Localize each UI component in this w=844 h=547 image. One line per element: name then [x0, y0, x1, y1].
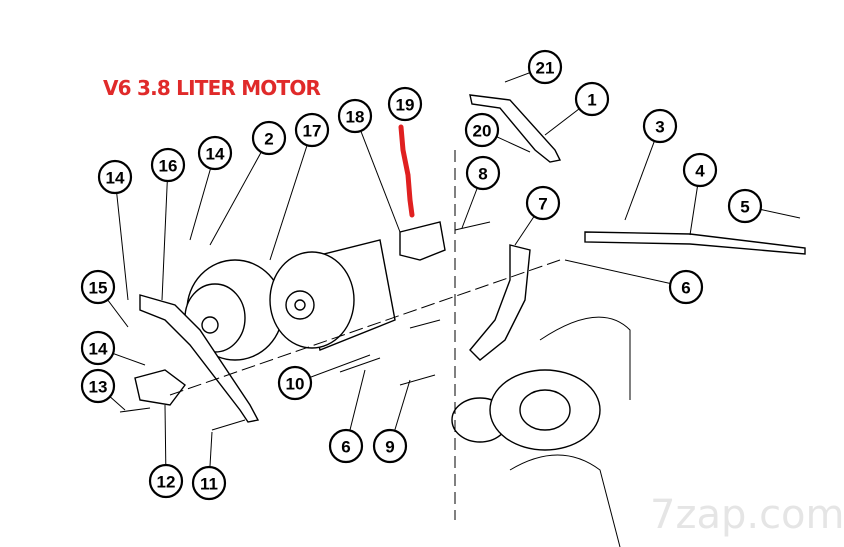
callout-circle: [727, 188, 763, 224]
leader-line: [354, 115, 401, 233]
callout-circle: [80, 330, 116, 366]
engine-parts-drawing: [119, 94, 806, 547]
callout-6: 6: [668, 269, 704, 305]
callout-6: 6: [328, 428, 364, 464]
callout-16: 16: [150, 147, 186, 183]
callout-number: 3: [655, 118, 664, 137]
callout-circle: [148, 463, 184, 499]
callout-9: 9: [372, 428, 408, 464]
callout-number: 19: [396, 96, 415, 115]
callout-8: 8: [465, 155, 501, 191]
callout-circle: [197, 135, 233, 171]
callout-13: 13: [80, 368, 116, 404]
callout-number: 12: [157, 473, 176, 492]
callout-14: 14: [97, 159, 133, 195]
callout-circle: [387, 86, 423, 122]
watermark: 7zap.com: [650, 492, 844, 538]
callout-17: 17: [294, 112, 330, 148]
callout-14: 14: [197, 135, 233, 171]
callout-circle: [80, 368, 116, 404]
callout-circle: [328, 428, 364, 464]
callout-14: 14: [80, 330, 116, 366]
callout-21: 21: [527, 49, 563, 85]
callout-1: 1: [574, 81, 610, 117]
callout-number: 21: [536, 59, 555, 78]
callout-18: 18: [337, 98, 373, 134]
callout-4: 4: [682, 152, 718, 188]
callout-19: 19: [387, 86, 423, 122]
callout-number: 10: [286, 375, 305, 394]
callout-number: 16: [159, 157, 178, 176]
callout-2: 2: [251, 120, 287, 156]
leader-line: [161, 164, 169, 301]
callout-circle: [668, 269, 704, 305]
callout-number: 7: [538, 195, 547, 214]
highlight-marker-19: [398, 124, 415, 218]
callout-circle: [525, 185, 561, 221]
callout-number: 14: [206, 145, 225, 164]
callout-number: 20: [473, 122, 492, 141]
leader-line: [269, 129, 313, 261]
leader-line: [564, 259, 687, 288]
callout-circle: [277, 365, 313, 401]
callout-circle: [642, 108, 678, 144]
callout-circle: [464, 112, 500, 148]
callout-10: 10: [277, 365, 313, 401]
callout-number: 18: [346, 108, 365, 127]
callout-circle: [465, 155, 501, 191]
callout-circle: [251, 120, 287, 156]
callout-number: 11: [200, 475, 218, 494]
callout-circle: [527, 49, 563, 85]
callout-circle: [574, 81, 610, 117]
callout-number: 13: [89, 378, 108, 397]
callout-number: 15: [89, 279, 108, 298]
callout-circle: [150, 147, 186, 183]
callout-number: 14: [106, 169, 125, 188]
callout-number: 4: [695, 162, 705, 181]
diagram-title: V6 3.8 LITER MOTOR: [103, 76, 321, 100]
leader-line: [114, 176, 129, 301]
callout-circle: [80, 269, 116, 305]
callout-circle: [337, 98, 373, 134]
callout-7: 7: [525, 185, 561, 221]
callout-3: 3: [642, 108, 678, 144]
callout-circle: [294, 112, 330, 148]
callout-number: 5: [740, 198, 749, 217]
callout-number: 9: [385, 438, 394, 457]
callout-circle: [97, 159, 133, 195]
leader-line: [209, 137, 270, 246]
callout-number: 1: [587, 91, 596, 110]
callout-number: 14: [89, 340, 108, 359]
callout-number: 17: [303, 122, 322, 141]
callout-number: 6: [681, 279, 690, 298]
callout-5: 5: [727, 188, 763, 224]
callout-12: 12: [148, 463, 184, 499]
callout-circle: [682, 152, 718, 188]
callout-number: 8: [478, 165, 487, 184]
callout-number: 2: [264, 130, 273, 149]
callout-20: 20: [464, 112, 500, 148]
callout-15: 15: [80, 269, 116, 305]
callout-number: 6: [341, 438, 350, 457]
callout-circle: [372, 428, 408, 464]
callout-circle: [191, 465, 227, 501]
callout-11: 11: [191, 465, 227, 501]
